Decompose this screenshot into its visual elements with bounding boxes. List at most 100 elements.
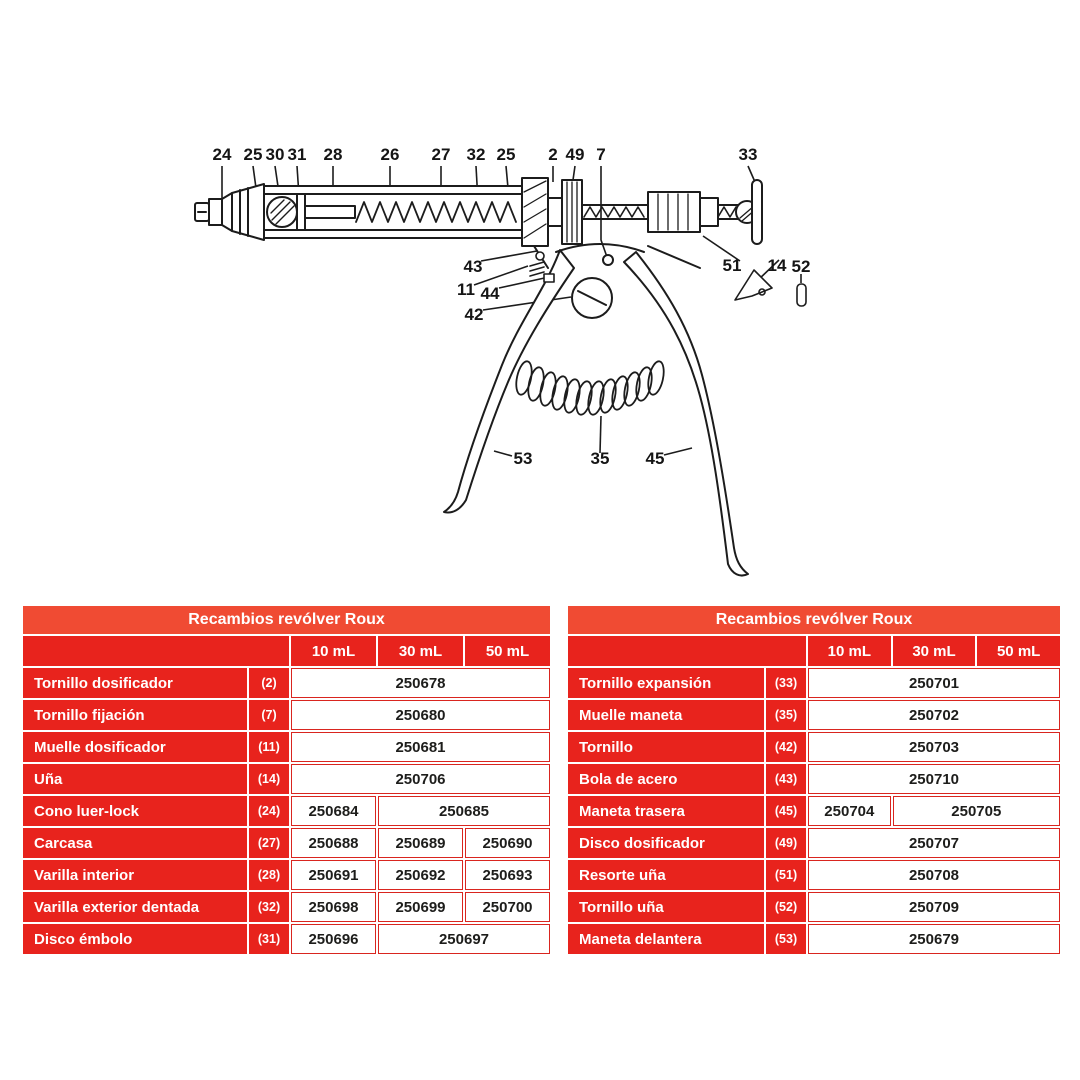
- callout-28: 28: [324, 145, 343, 164]
- callout-27: 27: [432, 145, 451, 164]
- callout-11: 11: [457, 280, 475, 299]
- callout-42: 42: [465, 305, 484, 324]
- handle-spring: [515, 360, 665, 416]
- callout-45: 45: [646, 449, 665, 468]
- part-ref-cell: (52): [766, 892, 806, 922]
- part-ref-cell: (53): [766, 924, 806, 954]
- callout-26: 26: [381, 145, 400, 164]
- part-number-cell: 250688: [291, 828, 376, 858]
- part-number-cell: 250693: [465, 860, 550, 890]
- table-title: Recambios revólver Roux: [23, 606, 550, 634]
- leader-lines: [221, 165, 802, 457]
- callout-49: 49: [566, 145, 585, 164]
- callout-25b: 25: [497, 145, 516, 164]
- part-name-cell: Resorte uña: [568, 860, 764, 890]
- part-ref-cell: (11): [249, 732, 289, 762]
- part-number-cell: 250698: [291, 892, 376, 922]
- part-name-cell: Tornillo fijación: [23, 700, 247, 730]
- part-ref-cell: (7): [249, 700, 289, 730]
- callout-51: 51: [723, 256, 742, 275]
- part-name-cell: Carcasa: [23, 828, 247, 858]
- part-number-cell: 250705: [892, 796, 1060, 826]
- col-header: 50 mL: [465, 636, 550, 666]
- callout-31: 31: [288, 145, 307, 164]
- syringe-diagram: 24 25 30 31 28 26 27 32 25 2 49 7 33 43 …: [194, 145, 811, 577]
- part-name-cell: Tornillo: [568, 732, 764, 762]
- part-name-cell: Varilla exterior dentada: [23, 892, 247, 922]
- trigger-screw: [533, 243, 701, 319]
- header-corner: [23, 636, 289, 666]
- part-ref-cell: (51): [766, 860, 806, 890]
- callout-33: 33: [739, 145, 758, 164]
- part-number-cell: 250696: [291, 924, 376, 954]
- part-ref-cell: (43): [766, 764, 806, 794]
- part-name-cell: Disco émbolo: [23, 924, 247, 954]
- part-ref-cell: (28): [249, 860, 289, 890]
- part-name-cell: Tornillo expansión: [568, 668, 764, 698]
- part-number-cell: 250709: [808, 892, 1060, 922]
- callout-labels: 24 25 30 31 28 26 27 32 25 2 49 7 33 43 …: [213, 145, 811, 468]
- part-number-cell: 250680: [291, 700, 550, 730]
- callout-32: 32: [467, 145, 486, 164]
- pawl-and-small-parts: [529, 251, 807, 307]
- part-number-cell: 250704: [808, 796, 891, 826]
- part-name-cell: Cono luer-lock: [23, 796, 247, 826]
- part-name-cell: Muelle dosificador: [23, 732, 247, 762]
- callout-44: 44: [481, 284, 500, 303]
- part-ref-cell: (27): [249, 828, 289, 858]
- part-number-cell: 250697: [378, 924, 550, 954]
- part-name-cell: Maneta trasera: [568, 796, 764, 826]
- part-ref-cell: (31): [249, 924, 289, 954]
- callout-52: 52: [792, 257, 811, 276]
- part-ref-cell: (35): [766, 700, 806, 730]
- col-header: 30 mL: [892, 636, 976, 666]
- callout-24: 24: [213, 145, 232, 164]
- part-ref-cell: (33): [766, 668, 806, 698]
- part-number-cell: 250701: [808, 668, 1060, 698]
- col-header: 10 mL: [291, 636, 376, 666]
- luer-lock-cone: [194, 183, 265, 241]
- callout-43: 43: [464, 257, 483, 276]
- part-ref-cell: (14): [249, 764, 289, 794]
- part-name-cell: Uña: [23, 764, 247, 794]
- callout-14: 14: [768, 256, 787, 275]
- part-ref-cell: (2): [249, 668, 289, 698]
- part-name-cell: Maneta delantera: [568, 924, 764, 954]
- callout-7: 7: [596, 145, 605, 164]
- callout-30: 30: [266, 145, 285, 164]
- callout-25: 25: [244, 145, 263, 164]
- rear-handle: [623, 251, 749, 577]
- part-name-cell: Bola de acero: [568, 764, 764, 794]
- part-number-cell: 250689: [378, 828, 463, 858]
- inner-rod: [304, 201, 517, 223]
- threaded-rod: [581, 191, 753, 233]
- col-header: 30 mL: [378, 636, 463, 666]
- col-header: 50 mL: [977, 636, 1060, 666]
- callout-35: 35: [591, 449, 610, 468]
- part-number-cell: 250681: [291, 732, 550, 762]
- part-number-cell: 250684: [291, 796, 376, 826]
- part-number-cell: 250685: [378, 796, 550, 826]
- part-number-cell: 250710: [808, 764, 1060, 794]
- part-name-cell: Tornillo uña: [568, 892, 764, 922]
- part-name-cell: Tornillo dosificador: [23, 668, 247, 698]
- part-ref-cell: (24): [249, 796, 289, 826]
- part-name-cell: Varilla interior: [23, 860, 247, 890]
- part-number-cell: 250700: [465, 892, 550, 922]
- part-name-cell: Muelle maneta: [568, 700, 764, 730]
- part-ref-cell: (49): [766, 828, 806, 858]
- part-number-cell: 250699: [378, 892, 463, 922]
- piston-disc: [266, 193, 306, 231]
- col-header: 10 mL: [808, 636, 891, 666]
- part-number-cell: 250708: [808, 860, 1060, 890]
- part-number-cell: 250691: [291, 860, 376, 890]
- table-title: Recambios revólver Roux: [568, 606, 1060, 634]
- part-number-cell: 250692: [378, 860, 463, 890]
- part-ref-cell: (42): [766, 732, 806, 762]
- part-number-cell: 250678: [291, 668, 550, 698]
- callout-53: 53: [514, 449, 533, 468]
- part-ref-cell: (45): [766, 796, 806, 826]
- expansion-screw-handle: [735, 179, 763, 245]
